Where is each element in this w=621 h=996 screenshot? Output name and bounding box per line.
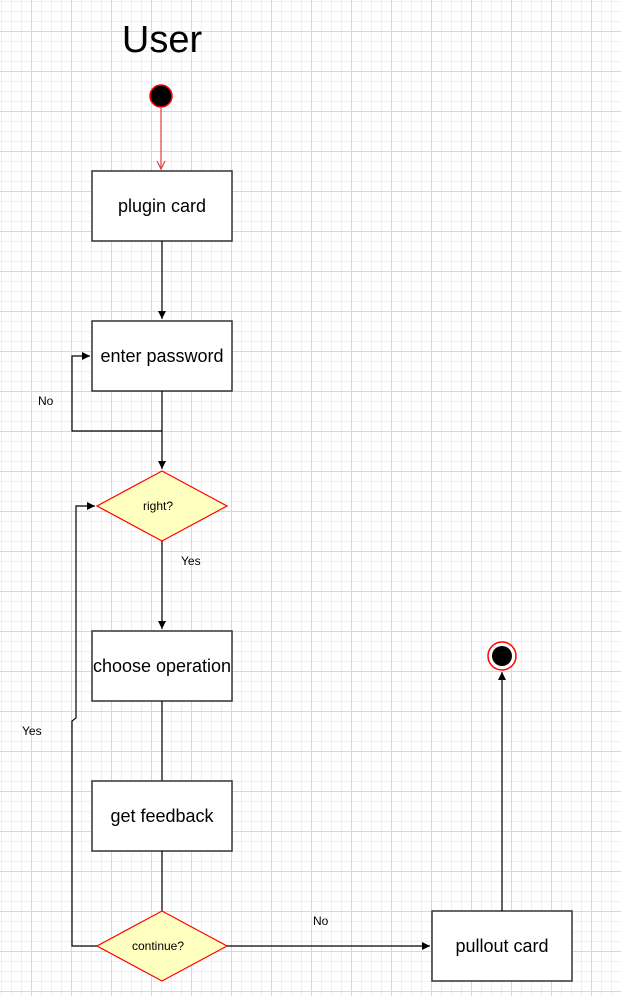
edge-right-no-loop (71, 352, 162, 432)
right-decision-label: right? (143, 499, 173, 513)
edge-label-continue-no: No (313, 914, 329, 928)
enter-password-label: enter password (100, 346, 223, 366)
plugin-card-label: plugin card (118, 196, 206, 216)
edge-label-continue-yes: Yes (22, 724, 42, 738)
choose-operation-label: choose operation (93, 656, 231, 676)
pullout-card-node[interactable]: pullout card (431, 910, 573, 982)
edge-label-right-no: No (38, 394, 54, 408)
plugin-card-node[interactable]: plugin card (91, 170, 233, 242)
diagram-title: User (122, 19, 203, 61)
edge-continue-yes-loop (71, 502, 97, 947)
pullout-card-label: pullout card (455, 936, 548, 956)
right-decision-node[interactable]: right? (95, 470, 229, 542)
start-node[interactable] (149, 84, 173, 108)
get-feedback-node[interactable]: get feedback (91, 780, 233, 852)
edge-label-right-yes: Yes (181, 554, 201, 568)
get-feedback-label: get feedback (110, 806, 214, 826)
continue-decision-node[interactable]: continue? (95, 910, 229, 982)
continue-decision-label: continue? (132, 939, 184, 953)
end-node[interactable] (487, 641, 517, 671)
choose-operation-node[interactable]: choose operation (91, 630, 233, 702)
enter-password-node[interactable]: enter password (91, 320, 233, 392)
